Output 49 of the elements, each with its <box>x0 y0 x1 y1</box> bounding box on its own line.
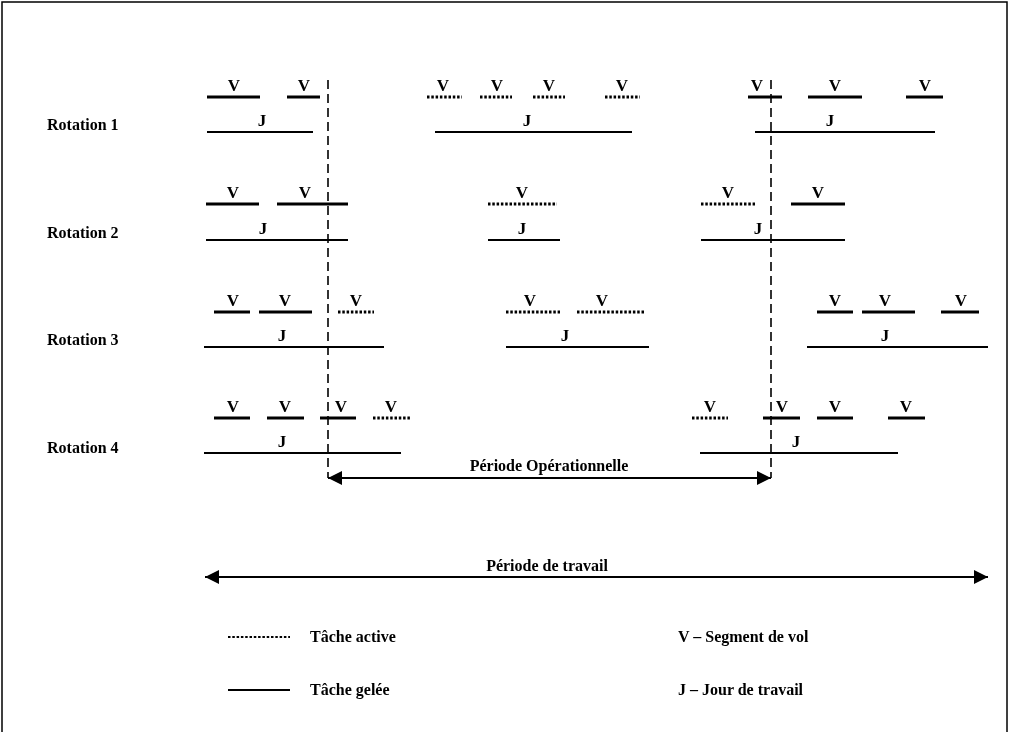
segment-label: J <box>791 433 801 451</box>
segment-label: V <box>226 398 240 416</box>
segment-label: J <box>277 327 287 345</box>
row-label: Rotation 3 <box>47 331 119 349</box>
segment-label: V <box>954 292 968 310</box>
segment-label: V <box>523 292 537 310</box>
segment-label: V <box>542 77 556 95</box>
segment-label: V <box>515 184 529 202</box>
segment-label: J <box>753 220 763 238</box>
row-label: Rotation 2 <box>47 224 119 242</box>
segment-label: J <box>880 327 890 345</box>
legend-note: J – Jour de travail <box>678 681 804 699</box>
segment-label: J <box>825 112 835 130</box>
segment-label: V <box>918 77 932 95</box>
segment-label: V <box>297 77 311 95</box>
segment-label: V <box>278 398 292 416</box>
segment-label: V <box>226 184 240 202</box>
segment-label: V <box>227 77 241 95</box>
legend-text: Tâche gelée <box>310 681 390 699</box>
segment-label: V <box>811 184 825 202</box>
segment-label: J <box>517 220 527 238</box>
segment-label: V <box>278 292 292 310</box>
segment-label: V <box>226 292 240 310</box>
segment-label: V <box>721 184 735 202</box>
segment-label: V <box>828 77 842 95</box>
segment-label: J <box>258 220 268 238</box>
row-label: Rotation 1 <box>47 116 119 134</box>
segment-label: V <box>595 292 609 310</box>
row-label: Rotation 4 <box>47 439 119 457</box>
segment-label: J <box>277 433 287 451</box>
segment-label: V <box>334 398 348 416</box>
segment-label: V <box>436 77 450 95</box>
legend-text: Tâche active <box>310 628 396 646</box>
segment-label: V <box>878 292 892 310</box>
segment-label: V <box>828 292 842 310</box>
segment-label: V <box>828 398 842 416</box>
segment-label: J <box>257 112 267 130</box>
segment-label: V <box>899 398 913 416</box>
segment-label: V <box>490 77 504 95</box>
segment-label: V <box>615 77 629 95</box>
segment-label: V <box>775 398 789 416</box>
segment-label: V <box>703 398 717 416</box>
segment-label: J <box>560 327 570 345</box>
segment-label: V <box>349 292 363 310</box>
segment-label: J <box>522 112 532 130</box>
segment-label: V <box>750 77 764 95</box>
segment-label: V <box>298 184 312 202</box>
segment-label: V <box>384 398 398 416</box>
legend-note: V – Segment de vol <box>678 628 809 646</box>
